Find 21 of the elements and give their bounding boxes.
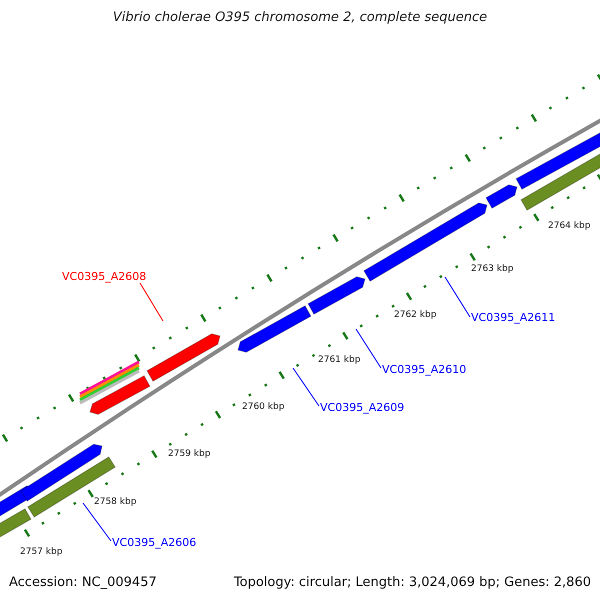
- accession-text: Accession: NC_009457: [9, 576, 157, 589]
- scale-label: 2758 kbp: [94, 498, 136, 507]
- leader-line: [444, 276, 470, 318]
- scale-label: 2762 kbp: [394, 311, 436, 320]
- gene-label: VC0395_A2611: [471, 312, 556, 323]
- leader-line: [140, 282, 164, 322]
- gene-label: VC0395_A2608: [62, 271, 146, 282]
- scale-label: 2764 kbp: [548, 222, 590, 231]
- scale-label: 2757 kbp: [20, 548, 62, 557]
- leader-line: [356, 328, 382, 368]
- scale-label: 2763 kbp: [471, 265, 514, 274]
- gene-label: VC0395_A2609: [320, 402, 404, 413]
- genome-info-text: Topology: circular; Length: 3,024,069 bp; Genes: 2,860: [234, 576, 591, 589]
- leader-line: [292, 368, 320, 406]
- title: Vibrio cholerae O395 chromosome 2, complete sequence: [112, 11, 488, 24]
- leader-line: [82, 502, 112, 542]
- scale-label: 2761 kbp: [318, 356, 360, 365]
- gene-label: VC0395_A2610: [382, 364, 466, 375]
- scale-label: 2759 kbp: [168, 450, 210, 459]
- scale-label: 2760 kbp: [242, 403, 284, 412]
- gene-label: VC0395_A2606: [112, 537, 196, 548]
